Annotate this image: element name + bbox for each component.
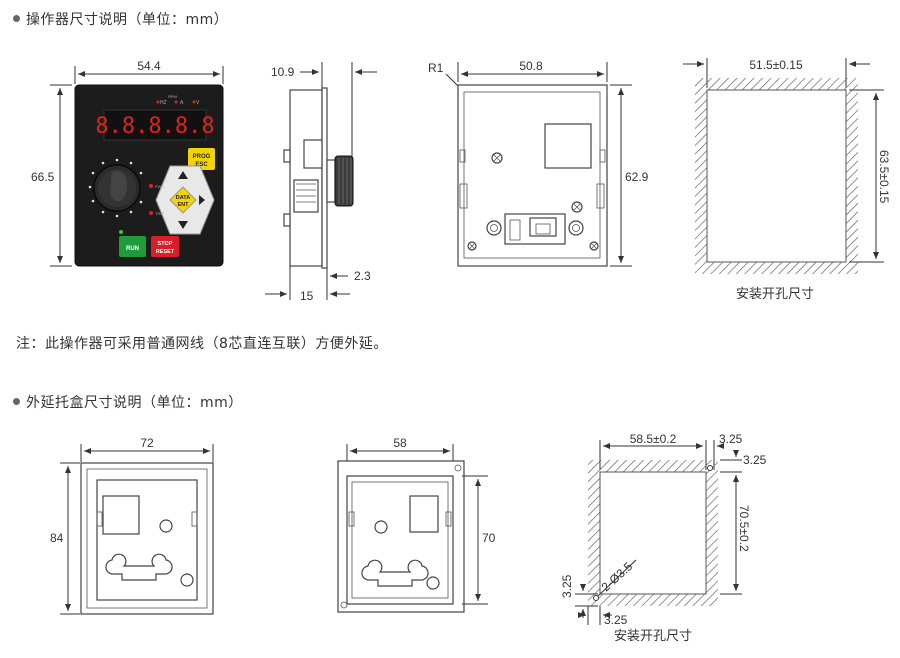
tray-cutout-width-label: 58.5±0.2 — [630, 432, 677, 446]
cutout-height-label: 63.5±0.15 — [877, 150, 891, 204]
tray-back-width-label: 58 — [393, 436, 407, 450]
svg-text:ESC: ESC — [195, 162, 208, 168]
back-width-label: 50.8 — [519, 59, 543, 73]
front-height-label: 66.5 — [31, 170, 55, 184]
operator-back-view: R1 50.8 62.9 — [428, 59, 649, 267]
back-height-label: 62.9 — [625, 170, 649, 184]
front-width-label: 54.4 — [137, 59, 161, 73]
side-top-label: 10.9 — [271, 65, 295, 79]
bullet-icon — [13, 14, 20, 22]
led-display: 8.8.8.8.8 — [95, 114, 214, 139]
tray-front-height-label: 84 — [50, 531, 64, 545]
side-offset-label: 2.3 — [354, 269, 371, 283]
svg-text:RESET: RESET — [156, 249, 175, 255]
svg-text:FWD: FWD — [155, 184, 164, 189]
tray-section-heading: 外延托盒尺寸说明（单位：mm） — [13, 392, 243, 412]
operator-cutout: 51.5±0.15 63.5±0.15 安装开孔尺寸 — [683, 58, 891, 301]
svg-text:STOP: STOP — [158, 241, 173, 247]
corner-right-label: 3.25 — [719, 432, 743, 446]
bullet-icon — [13, 397, 20, 405]
svg-text:V: V — [196, 100, 200, 106]
corner-left-label: 3.25 — [560, 574, 574, 598]
svg-text:HZ: HZ — [160, 100, 167, 106]
tray-back-height-label: 70 — [482, 531, 496, 545]
up-arrow-icon — [178, 171, 188, 179]
svg-text:RPM: RPM — [168, 94, 177, 99]
svg-text:TRIP: TRIP — [155, 211, 164, 216]
cutout-caption: 安装开孔尺寸 — [736, 286, 814, 301]
right-arrow-icon — [199, 195, 205, 205]
down-arrow-icon — [178, 221, 188, 229]
data-ent-button[interactable] — [169, 186, 197, 214]
corner-top-label: 3.25 — [743, 453, 767, 467]
prog-esc-button[interactable] — [188, 148, 215, 170]
run-button[interactable] — [119, 236, 146, 257]
svg-text:PROG: PROG — [193, 154, 211, 160]
cutout-width-label: 51.5±0.15 — [749, 58, 803, 72]
tray-back-view: 58 70 — [337, 436, 496, 613]
stop-reset-button[interactable] — [151, 236, 179, 257]
tray-front-width-label: 72 — [140, 436, 154, 450]
svg-text:DATA: DATA — [176, 195, 190, 201]
operator-front-view: 54.4 66.5 8.8.8.8.8 HZ RPM A V — [31, 59, 224, 267]
corner-bottom-label: 3.25 — [604, 613, 628, 627]
side-bottom-label: 15 — [300, 289, 314, 303]
corner-radius-label: R1 — [428, 61, 444, 75]
svg-text:RUN: RUN — [126, 246, 139, 252]
tray-cutout-caption: 安装开孔尺寸 — [614, 628, 692, 643]
tray-cutout: 58.5±0.2 3.25 3.25 70.5±0.2 3.25 3.25 2-… — [560, 432, 767, 643]
cable-note: 注：此操作器可采用普通网线（8芯直连互联）方便外延。 — [16, 336, 388, 352]
tray-cutout-height-label: 70.5±0.2 — [737, 505, 751, 552]
operator-side-view: 10.9 2.3 15 — [265, 62, 377, 303]
tray-front-view: 72 84 — [50, 436, 214, 615]
navigation-pad[interactable]: DATA ENT — [155, 165, 215, 235]
potentiometer-knob — [88, 158, 143, 218]
svg-text:A: A — [180, 100, 184, 106]
svg-text:ENT: ENT — [178, 202, 190, 208]
operator-section-heading: 操作器尺寸说明（单位：mm） — [13, 9, 228, 29]
